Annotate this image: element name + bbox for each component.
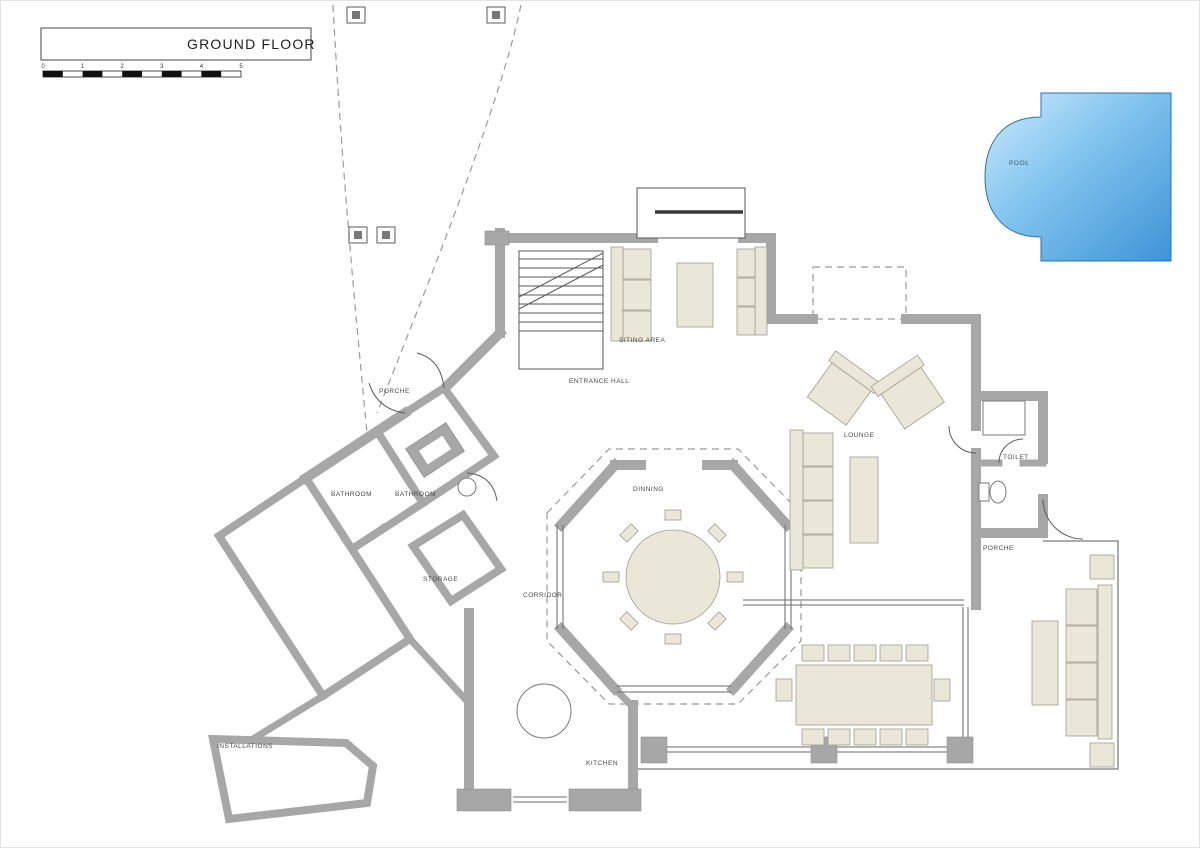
scale-bar: 0 1 2 3 4 5 bbox=[41, 64, 243, 78]
room-label-storage: STORAGE bbox=[423, 576, 458, 583]
room-label-toilet: TOILET bbox=[1003, 454, 1029, 461]
storage-room bbox=[407, 509, 507, 607]
armchair bbox=[870, 354, 945, 430]
exterior-walls bbox=[299, 228, 1048, 806]
title-block: GROUND FLOOR bbox=[40, 27, 316, 61]
scale-tick: 1 bbox=[81, 64, 85, 70]
kitchen-table bbox=[516, 683, 572, 739]
room-label-bathroom-1: BATHROOM bbox=[331, 491, 372, 498]
porch-furniture bbox=[1031, 554, 1115, 768]
windows bbox=[513, 525, 969, 803]
long-dining-table bbox=[775, 644, 951, 746]
room-label-siting-area: SITING AREA bbox=[619, 337, 665, 344]
room-label-corridor: CORRIDOR bbox=[523, 592, 562, 599]
room-label-entrance-hall: ENTRANCE HALL bbox=[569, 378, 629, 385]
round-dining-table bbox=[602, 509, 744, 645]
scale-tick: 3 bbox=[160, 64, 164, 70]
door-arcs bbox=[368, 352, 1084, 540]
installations-room bbox=[208, 734, 378, 824]
sheet-title: GROUND FLOOR bbox=[187, 36, 316, 52]
room-label-installations: INSTALLATIONS bbox=[217, 743, 273, 750]
siting-area-furniture bbox=[610, 246, 768, 342]
pool-shape bbox=[984, 92, 1172, 262]
room-label-pool: POOL bbox=[1009, 160, 1029, 167]
room-label-lounge: LOUNGE bbox=[844, 432, 875, 439]
shower bbox=[982, 400, 1026, 436]
room-label-dinning: DINNING bbox=[633, 486, 664, 493]
room-label-kitchen: KITCHEN bbox=[586, 760, 618, 767]
toilet-tank bbox=[978, 482, 990, 502]
room-label-bathroom-2: BATHROOM bbox=[395, 491, 436, 498]
site-boundary-lines bbox=[332, 4, 522, 464]
scale-tick: 2 bbox=[121, 64, 125, 70]
scale-tick: 5 bbox=[239, 64, 243, 70]
entrance-canopy bbox=[636, 187, 746, 239]
scale-tick: 4 bbox=[200, 64, 204, 70]
lounge-furniture bbox=[789, 350, 945, 571]
fence-posts bbox=[346, 6, 506, 244]
fixtures bbox=[457, 400, 1026, 739]
bathroom-sink bbox=[457, 477, 477, 497]
canopy-dashed-outlines bbox=[546, 266, 907, 705]
entry-vestibule bbox=[405, 422, 465, 478]
armchair bbox=[806, 350, 882, 426]
room-label-porche-lower: PORCHE bbox=[983, 545, 1014, 552]
toilet-bowl bbox=[989, 480, 1007, 504]
wall-piers bbox=[456, 230, 974, 812]
octagon-walls bbox=[553, 457, 795, 697]
room-labels: POOL SITING AREA ENTRANCE HALL PORCHE LO… bbox=[217, 160, 1029, 767]
porch-slab-outline bbox=[635, 540, 1119, 770]
scale-tick: 0 bbox=[41, 64, 45, 70]
staircase bbox=[518, 250, 604, 370]
room-label-porche-upper: PORCHE bbox=[379, 388, 410, 395]
